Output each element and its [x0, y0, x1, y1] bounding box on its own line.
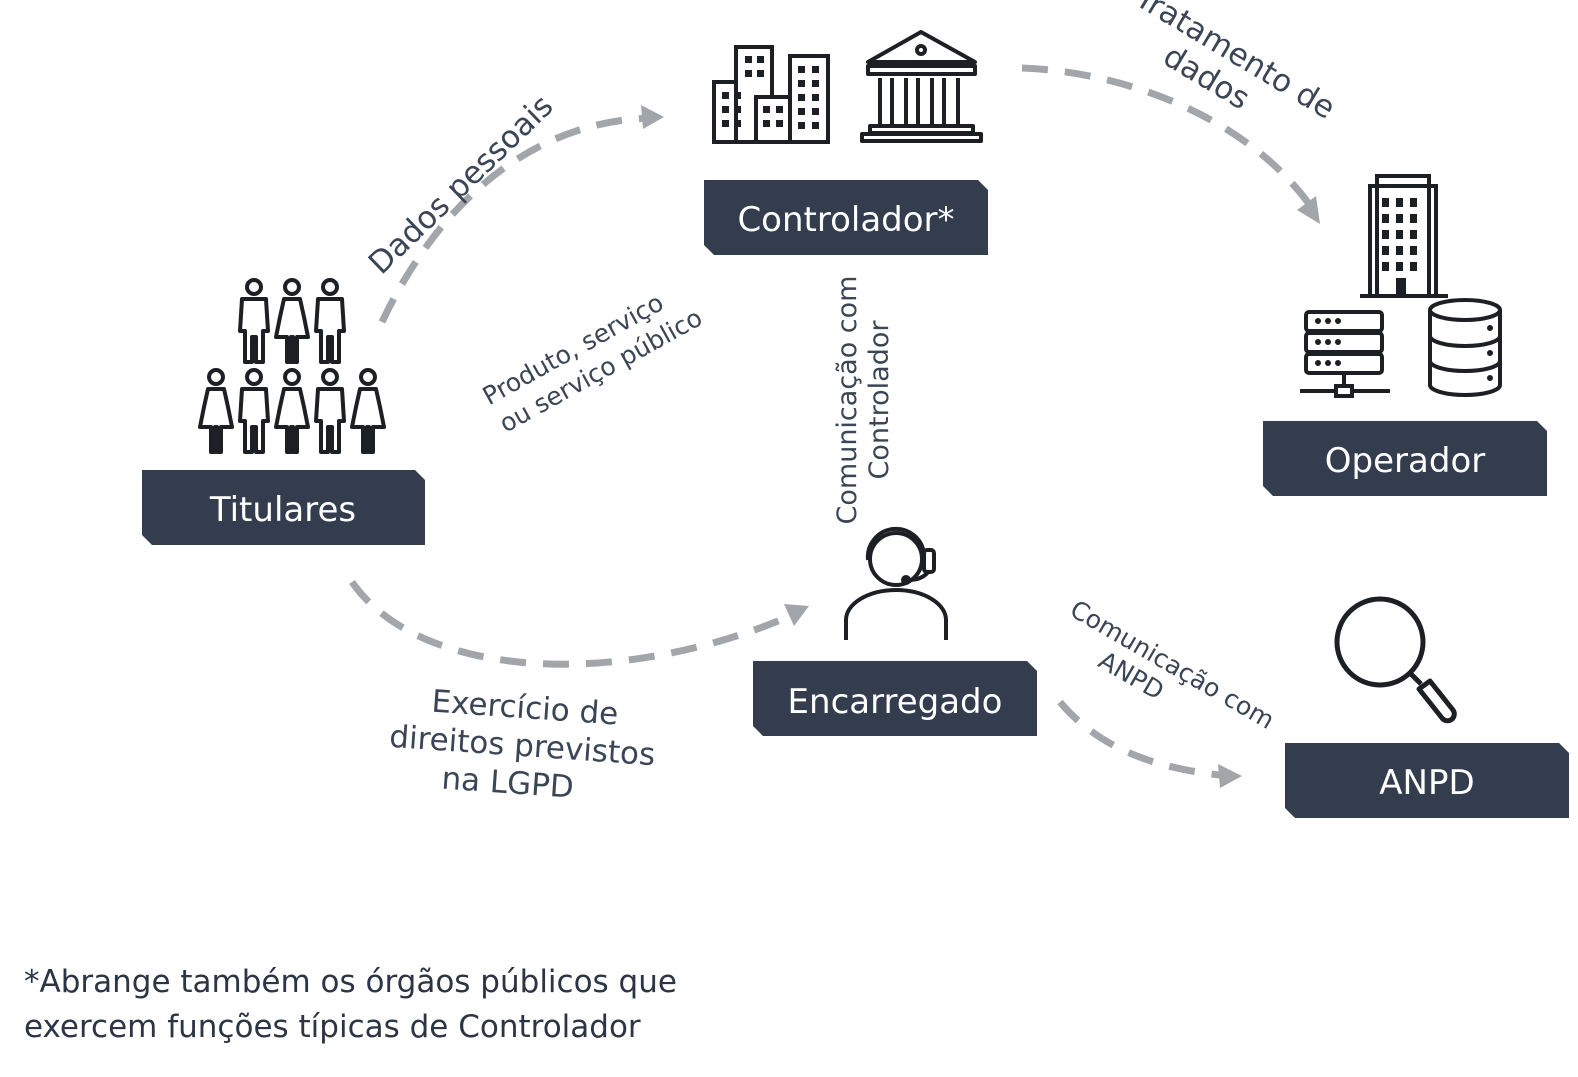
magnifier-icon	[1334, 596, 1457, 724]
arrowhead-anpd	[1218, 764, 1242, 788]
arrow-encarregado-to-anpd	[1057, 699, 1231, 780]
arrows	[349, 64, 1315, 780]
node-encarregado: Encarregado	[753, 661, 1037, 736]
node-controlador: Controlador*	[704, 180, 988, 255]
node-titulares: Titulares	[142, 470, 425, 545]
label-exercicio-direitos: Exercício de direitos previstos na LGPD	[388, 684, 656, 806]
footnote: *Abrange também os órgãos públicos que e…	[24, 960, 738, 1050]
label-comunicacao-anpd: Comunicação com ANPD	[1065, 594, 1279, 734]
database-icon	[1428, 298, 1502, 397]
server-icon	[1300, 310, 1390, 398]
node-operador: Operador	[1263, 421, 1547, 496]
footnote-line1: *Abrange também os órgãos públicos que	[24, 964, 677, 1000]
node-titulares-label: Titulares	[209, 490, 356, 530]
headset-person-icon	[844, 526, 948, 640]
government-building-icon	[860, 30, 983, 143]
arrow-titulares-to-encarregado	[349, 580, 797, 668]
buildings-icon	[712, 45, 830, 144]
arrow-titulares-to-controlador	[378, 114, 651, 324]
label-comunicacao-ctrl-line2: Controlador	[864, 320, 895, 480]
label-exercicio-line3: na LGPD	[440, 761, 575, 806]
label-comunicacao-ctrl-line1: Comunicação com	[832, 276, 863, 525]
arrowhead-encarregado	[784, 604, 809, 626]
office-building-icon	[1360, 174, 1448, 298]
footnote-line2: exercem funções típicas de Controlador	[24, 1009, 641, 1045]
label-produto-servico: Produto, serviço ou serviço público	[478, 288, 707, 439]
label-comunicacao-controlador: Comunicação com Controlador	[832, 276, 895, 525]
label-dados-pessoais: Dados pessoais	[362, 88, 561, 282]
arrowheads	[641, 105, 1320, 788]
arrowhead-controlador	[641, 105, 664, 129]
people-icon	[198, 278, 386, 454]
node-encarregado-label: Encarregado	[788, 682, 1003, 722]
node-operador-label: Operador	[1325, 441, 1485, 481]
node-anpd: ANPD	[1285, 743, 1569, 818]
arrowhead-operador	[1297, 196, 1320, 224]
arrow-controlador-to-operador	[1021, 64, 1315, 211]
node-anpd-label: ANPD	[1379, 763, 1474, 803]
label-tratamento-dados: Tratamento de dados	[1128, 0, 1341, 127]
node-controlador-label: Controlador*	[737, 200, 954, 240]
